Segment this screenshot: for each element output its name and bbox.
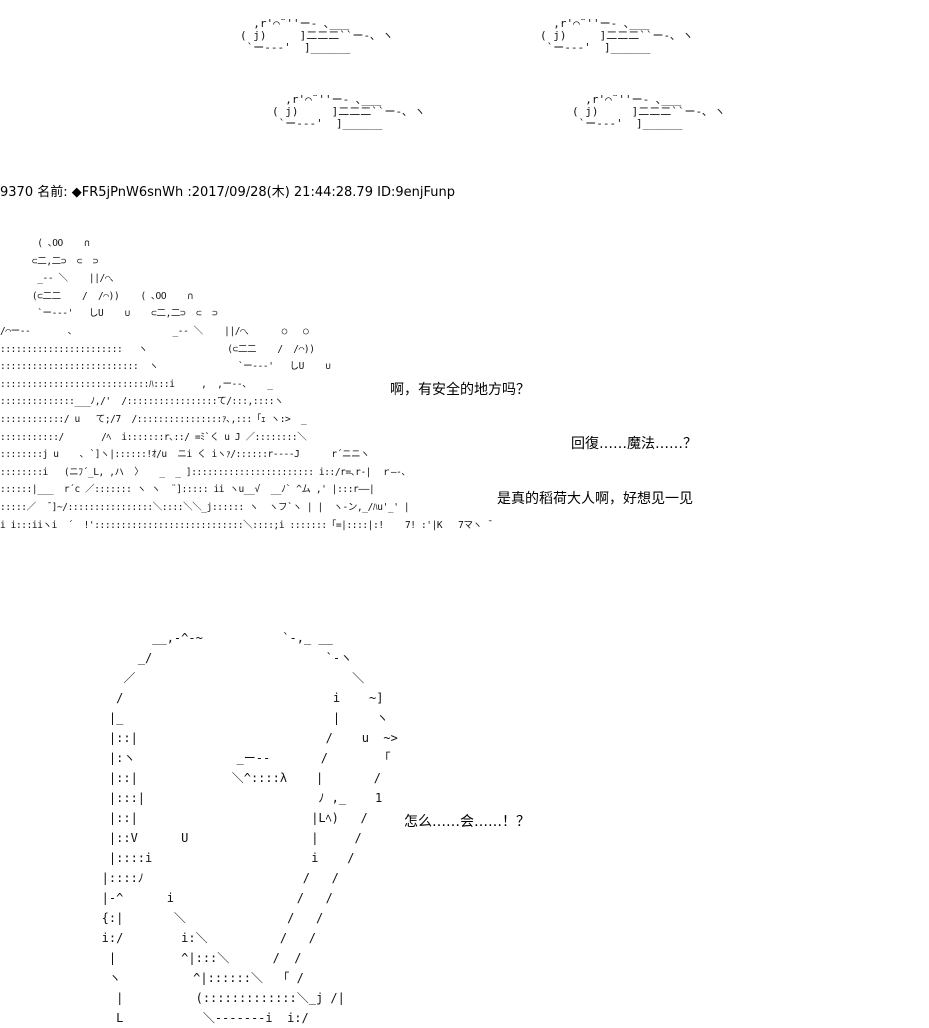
- wind-effect-art-1: ,r'⌒¨''ー- ､___ ( j) ]二二二``ー-､ ヽ `ー--‐' ]…: [240, 17, 394, 54]
- dialogue-line-3: 是真的稻荷大人啊，好想见一见: [497, 491, 693, 507]
- dialogue-line-2: 回復……魔法……？: [571, 436, 697, 452]
- post-header: 9370 名前: ◆FR5jPnW6snWh :2017/09/28(木) 21…: [0, 185, 455, 200]
- face-art: __,-^-~ `-,_ __ _/ `-ヽ ／ ＼ / i ~] |_ | ヽ…: [101, 631, 398, 1025]
- wind-effect-art-4: ,r'⌒¨''ー- ､___ ( j) ]二二二``ー-､ ヽ `ー--‐' ]…: [572, 93, 726, 130]
- wind-effect-art-2: ,r'⌒¨''ー- ､___ ( j) ]二二二``ー-､ ヽ `ー--‐' ]…: [540, 17, 694, 54]
- scene-art: ( ､OO ∩ ⊂二,二⊃ ⊂ ⊃ _-- ＼ ||/⌒､ (⊂二二 / /⌒)…: [0, 238, 488, 531]
- wind-effect-art-3: ,r'⌒¨''ー- ､___ ( j) ]二二二``ー-､ ヽ `ー--‐' ]…: [272, 93, 426, 130]
- dialogue-line-1: 啊，有安全的地方吗？: [390, 382, 530, 398]
- dialogue-line-4: 怎么……会……！？: [404, 814, 530, 830]
